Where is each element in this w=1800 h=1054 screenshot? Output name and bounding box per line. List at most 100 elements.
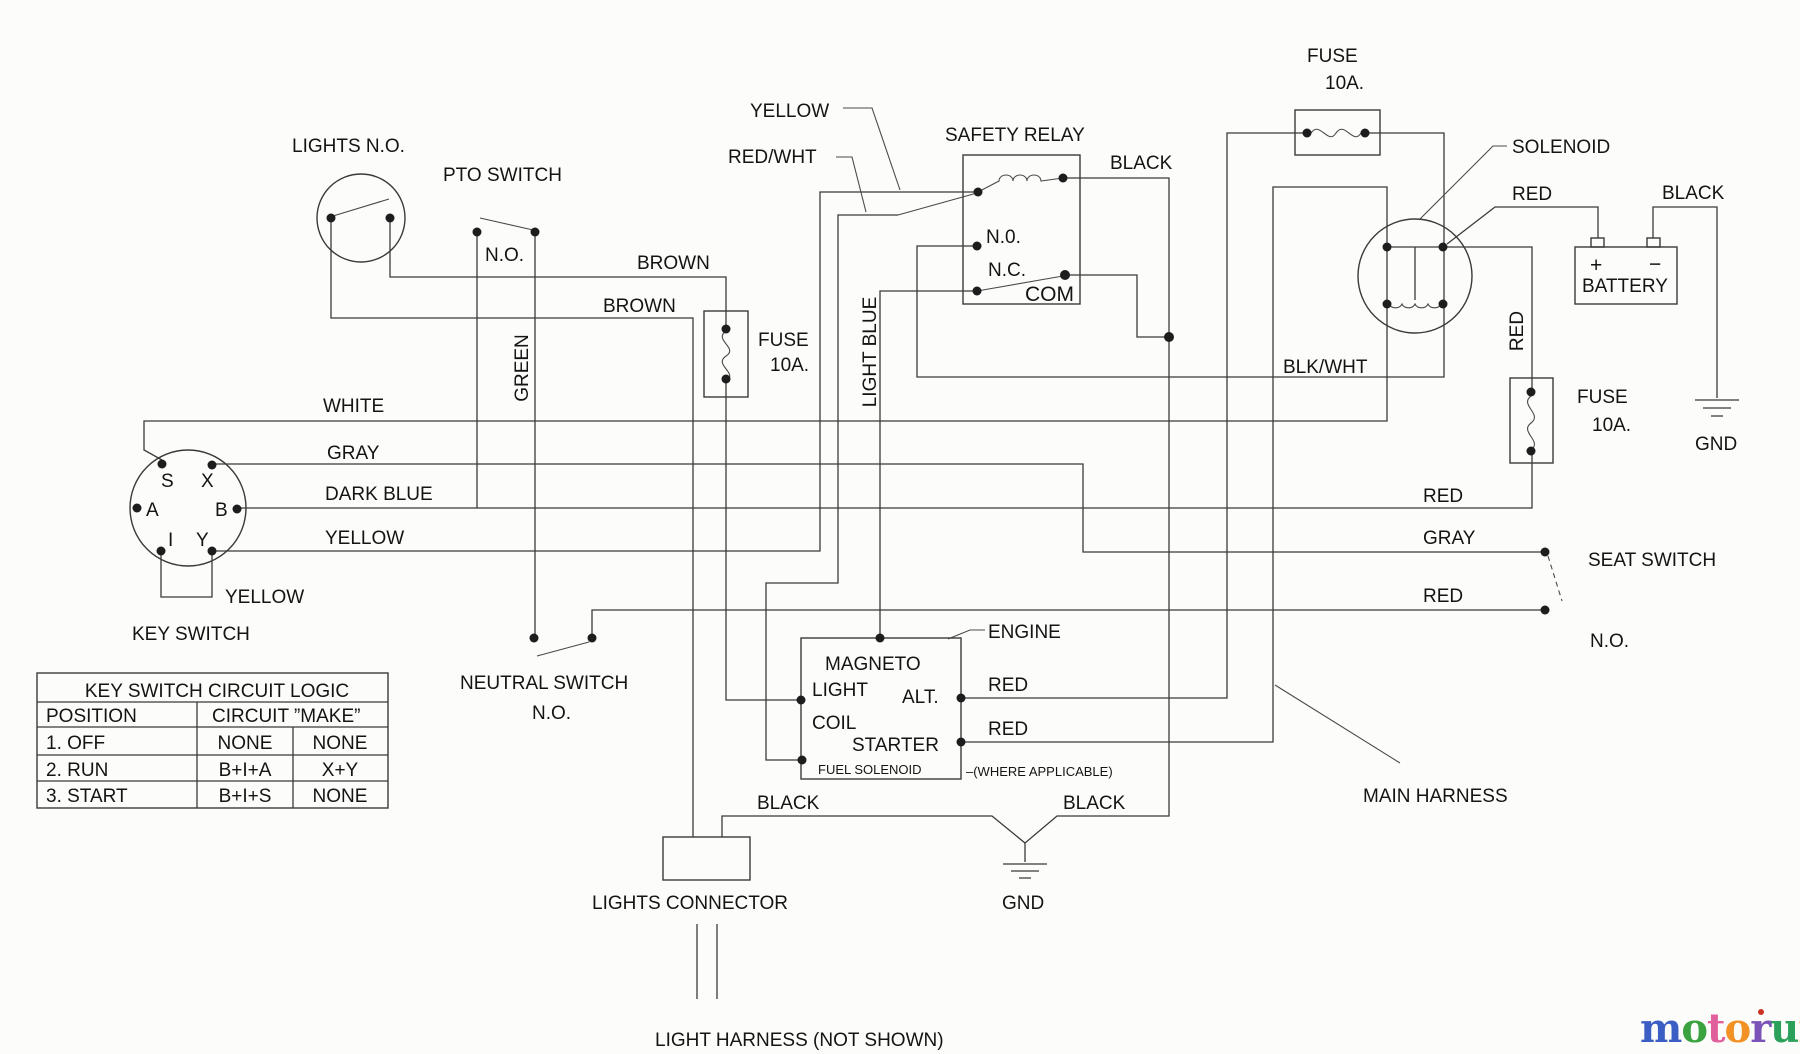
relay-coil <box>977 174 1064 193</box>
solenoid-pointer <box>1419 145 1507 220</box>
label-relay-nc: N.C. <box>988 260 1026 281</box>
label-black-lower-right: BLACK <box>1063 793 1126 814</box>
label-neutral-no: N.O. <box>532 703 571 724</box>
label-battery-plus: + <box>1590 254 1602 277</box>
label-red-vertical: RED <box>1507 311 1528 351</box>
key-pin-s: S <box>161 471 174 492</box>
label-main-harness: MAIN HARNESS <box>1363 786 1508 807</box>
table-border <box>36 672 389 809</box>
label-where-applicable: –(WHERE APPLICABLE) <box>966 764 1113 779</box>
label-fuse-right-amp: 10A. <box>1592 415 1631 436</box>
neutral-arm <box>536 641 590 657</box>
label-alt: ALT. <box>902 687 939 708</box>
logo-tick <box>1758 1009 1764 1015</box>
wire-key-loop <box>160 555 213 598</box>
wire-com-link <box>1069 274 1169 338</box>
wires <box>143 132 1718 999</box>
table-col-position: POSITION <box>46 706 137 727</box>
wire-black-gnd <box>1024 177 1170 862</box>
table-gridlines <box>37 701 388 808</box>
key-switch-logic-table: KEY SWITCH CIRCUIT LOGIC POSITION CIRCUI… <box>36 672 389 809</box>
wire-yellow <box>216 191 974 552</box>
battery-box <box>1574 246 1678 305</box>
wire-black-connector <box>721 815 1026 844</box>
wire-solenoid-fuse <box>1447 246 1533 388</box>
fuse-left-element <box>721 330 731 382</box>
key-switch-circle <box>129 449 247 567</box>
table-title: KEY SWITCH CIRCUIT LOGIC <box>85 681 349 702</box>
labels: LIGHTS N.O. PTO SWITCH N.O. BROWN BROWN … <box>132 46 1737 1051</box>
label-green: GREEN <box>512 334 533 402</box>
label-yellow-lower: YELLOW <box>225 587 304 608</box>
label-solenoid: SOLENOID <box>1512 137 1610 158</box>
fuse-left-box <box>703 310 749 398</box>
label-light-harness: LIGHT HARNESS (NOT SHOWN) <box>655 1030 944 1051</box>
fuse-top-box <box>1294 109 1381 156</box>
label-safety-relay: SAFETY RELAY <box>945 125 1085 146</box>
lights-circle <box>316 173 406 263</box>
wire-red-wht <box>765 214 898 761</box>
label-battery: BATTERY <box>1582 276 1668 297</box>
label-lights-no: LIGHTS N.O. <box>292 136 405 157</box>
label-red-seat: RED <box>1423 586 1463 607</box>
label-pto-switch: PTO SWITCH <box>443 165 562 186</box>
label-pto-no: N.O. <box>485 245 524 266</box>
label-seat-no: N.O. <box>1590 631 1629 652</box>
motoruf-logo: motoruf.de <box>1640 1005 1800 1052</box>
leader-lines <box>836 107 1507 764</box>
key-pin-x: X <box>201 471 214 492</box>
label-fuel-solenoid: FUEL SOLENOID <box>818 762 922 777</box>
table-cell: NONE <box>218 733 273 754</box>
label-yellow-mid: YELLOW <box>325 528 404 549</box>
label-lights-connector: LIGHTS CONNECTOR <box>592 893 788 914</box>
table-col-circuit-make: CIRCUIT ”MAKE” <box>212 706 360 727</box>
connection-dots <box>132 128 1550 765</box>
table-cell: 2. RUN <box>46 760 108 781</box>
label-blk-wht: BLK/WHT <box>1283 357 1368 378</box>
key-pin-i: I <box>168 530 173 551</box>
label-fuse-top: FUSE <box>1307 46 1358 67</box>
wire-fuse-to-lightcoil <box>725 383 797 701</box>
gnd-symbol-right <box>1695 399 1739 417</box>
wire-brown-2 <box>330 222 694 837</box>
main-harness-pointer <box>1274 684 1401 764</box>
label-gray-left: GRAY <box>327 443 380 464</box>
wire-white <box>143 251 1388 461</box>
label-brown-1: BROWN <box>637 253 710 274</box>
battery-terminal-plus <box>1590 237 1605 248</box>
label-black-relay: BLACK <box>1110 153 1173 174</box>
gnd-symbol-bottom <box>1003 863 1047 879</box>
table-cell: NONE <box>313 733 368 754</box>
label-starter: STARTER <box>852 735 939 756</box>
label-black-battery: BLACK <box>1662 183 1725 204</box>
solenoid-coil <box>1388 302 1442 309</box>
wire-solenoid-top <box>1387 246 1443 300</box>
label-key-switch: KEY SWITCH <box>132 624 250 645</box>
relay-arm <box>897 192 978 216</box>
label-light-blue: LIGHT BLUE <box>860 297 881 408</box>
table-cell: B+I+A <box>219 760 272 781</box>
key-pin-y: Y <box>196 530 209 551</box>
table-cell: NONE <box>313 786 368 807</box>
components <box>129 109 1739 881</box>
wire-red-battery <box>1446 206 1599 245</box>
label-relay-no: N.0. <box>986 227 1021 248</box>
safety-relay-box <box>962 154 1081 305</box>
label-red-battery: RED <box>1512 184 1552 205</box>
table-cell: X+Y <box>322 760 359 781</box>
label-black-lower-left: BLACK <box>757 793 820 814</box>
label-yellow-top: YELLOW <box>750 101 829 122</box>
label-seat-switch: SEAT SWITCH <box>1588 550 1716 571</box>
solenoid-circle <box>1357 218 1473 334</box>
motoruf-wordmark: motoruf.de <box>1640 1005 1800 1052</box>
wire-neutral-red <box>591 609 1541 634</box>
lights-arm <box>332 198 390 217</box>
engine-pointer <box>947 629 985 640</box>
fuse-right-box <box>1509 377 1554 464</box>
yellow-pointer <box>843 107 901 191</box>
table-cell: B+I+S <box>219 786 272 807</box>
wire-darkblue-red <box>241 455 1533 509</box>
wire-brown-1 <box>389 222 727 325</box>
